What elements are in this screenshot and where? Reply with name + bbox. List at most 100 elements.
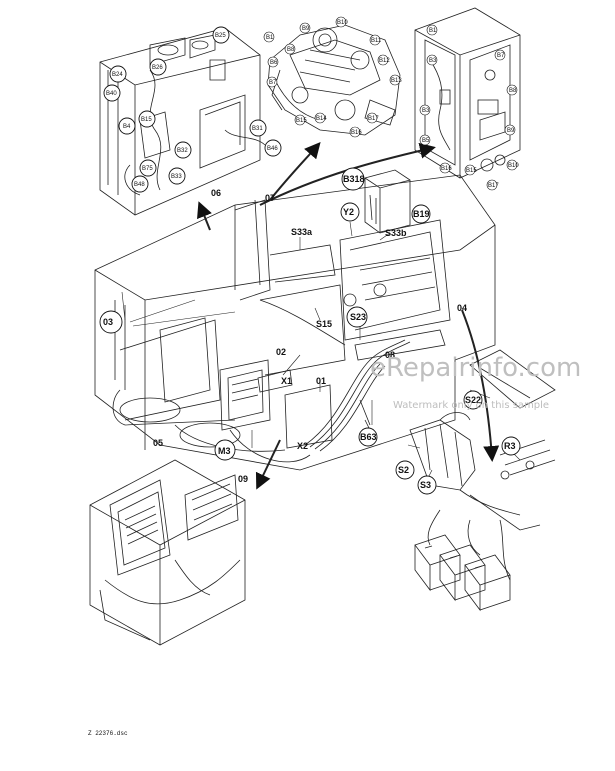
label-r3-circle bbox=[501, 436, 521, 456]
panel-label-3: B5 bbox=[422, 138, 430, 144]
sensor-block-b318 bbox=[364, 169, 411, 234]
callout-08: 08 bbox=[385, 350, 395, 360]
panel-label-7: B10 bbox=[508, 163, 519, 169]
label-s3-circle bbox=[417, 475, 437, 495]
label-s23-circle bbox=[346, 306, 368, 328]
label-b26-circle bbox=[149, 58, 167, 76]
panel-label-0: B1 bbox=[429, 28, 437, 34]
callout-04: 04 bbox=[457, 303, 467, 313]
engine-detail-view bbox=[267, 24, 401, 136]
label-x1: X1 bbox=[281, 376, 292, 386]
label-b15-circle bbox=[138, 110, 156, 128]
switch-cluster bbox=[409, 412, 556, 531]
label-m3: M3 bbox=[218, 446, 231, 456]
label-b75: B75 bbox=[142, 166, 153, 172]
label-b75-circle bbox=[139, 159, 157, 177]
label-b31-circle bbox=[249, 119, 267, 137]
label-b32: B32 bbox=[177, 148, 188, 154]
callout-03-circle bbox=[99, 310, 123, 334]
label-x2: X2 bbox=[297, 441, 308, 451]
label-b46-circle bbox=[264, 139, 282, 157]
label-b4: B4 bbox=[123, 124, 131, 130]
engine-label-3: B8 bbox=[287, 47, 295, 53]
label-b40: B40 bbox=[106, 91, 117, 97]
panel-label-10: B17 bbox=[488, 183, 499, 189]
watermark-subtext: Watermark only on this sample bbox=[393, 400, 549, 411]
engine-label-texts: B1 B6 B7 B8 B9 B10 B11 B12 B13 B14 B15 B… bbox=[266, 20, 402, 136]
label-b24-circle bbox=[109, 65, 127, 83]
engine-label-circles bbox=[263, 16, 401, 138]
panel-label-5: B8 bbox=[509, 88, 517, 94]
label-b48-circle bbox=[131, 175, 149, 193]
callout-03: 03 bbox=[103, 317, 113, 327]
battery-bank bbox=[414, 509, 511, 612]
label-b318-circle bbox=[341, 167, 365, 191]
vehicle-body bbox=[94, 174, 556, 471]
engine-label-12: B17 bbox=[368, 116, 379, 122]
label-b40-circle bbox=[103, 84, 121, 102]
label-b32-circle bbox=[174, 141, 192, 159]
callout-07: 07 bbox=[265, 193, 275, 203]
leader-lines bbox=[121, 221, 521, 481]
footer-filename: Z 22376.dsc bbox=[88, 730, 128, 737]
label-b46: B46 bbox=[267, 146, 278, 152]
label-b63-circle bbox=[358, 427, 378, 447]
panel-label-9: B16 bbox=[441, 166, 452, 172]
watermark-text: eRepairinfo.com bbox=[370, 353, 581, 383]
engine-label-10: B15 bbox=[296, 118, 307, 124]
label-s23: S23 bbox=[350, 312, 366, 322]
engine-label-8: B13 bbox=[391, 78, 402, 84]
label-b25-circle bbox=[212, 26, 230, 44]
engine-label-5: B10 bbox=[337, 20, 348, 26]
lower-cabinet-detail-view bbox=[89, 459, 246, 646]
label-b4-circle bbox=[118, 117, 136, 135]
label-s2-circle bbox=[395, 460, 415, 480]
label-b318: B318 bbox=[343, 174, 365, 184]
label-b19-circle bbox=[411, 204, 431, 224]
panel-label-2: B3 bbox=[422, 108, 430, 114]
control-panel-detail-view bbox=[414, 7, 521, 179]
engine-label-4: B9 bbox=[302, 26, 310, 32]
label-b25: B25 bbox=[215, 33, 226, 39]
label-m3-circle bbox=[214, 439, 236, 461]
label-r3: R3 bbox=[504, 441, 516, 451]
callout-01: 01 bbox=[316, 376, 326, 386]
view-arrows bbox=[197, 141, 500, 490]
label-y2: Y2 bbox=[343, 207, 354, 217]
label-s22-circle bbox=[463, 390, 483, 410]
panel-label-4: B7 bbox=[497, 53, 505, 59]
label-y2-circle bbox=[340, 202, 360, 222]
panel-label-1: B3 bbox=[429, 58, 437, 64]
label-b63: B63 bbox=[360, 432, 377, 442]
label-b33-circle bbox=[168, 167, 186, 185]
engine-label-6: B11 bbox=[371, 38, 382, 44]
panel-label-texts: B1 B3 B3 B5 B7 B8 B9 B10 B15 B16 B17 bbox=[422, 28, 519, 189]
label-b31: B31 bbox=[252, 126, 263, 132]
label-b33: B33 bbox=[171, 174, 182, 180]
panel-label-8: B15 bbox=[466, 168, 477, 174]
label-s3: S3 bbox=[420, 480, 431, 490]
engine-label-9: B14 bbox=[316, 116, 327, 122]
label-b26: B26 bbox=[152, 65, 163, 71]
engine-label-7: B12 bbox=[379, 58, 390, 64]
engine-label-0: B1 bbox=[266, 35, 274, 41]
label-s15: S15 bbox=[316, 319, 332, 329]
label-b48: B48 bbox=[134, 182, 145, 188]
engine-label-11: B16 bbox=[351, 130, 362, 136]
label-b19: B19 bbox=[413, 209, 430, 219]
label-b24: B24 bbox=[112, 72, 123, 78]
label-s33b: S33b bbox=[385, 228, 407, 238]
panel-label-circles bbox=[419, 24, 518, 191]
callout-09: 09 bbox=[238, 474, 248, 484]
engine-label-2: B7 bbox=[269, 80, 277, 86]
label-s33a: S33a bbox=[291, 227, 313, 237]
callout-06: 06 bbox=[211, 188, 221, 198]
callout-05: 05 bbox=[153, 438, 163, 448]
engine-label-1: B6 bbox=[270, 60, 278, 66]
label-b15: B15 bbox=[141, 117, 152, 123]
callout-02: 02 bbox=[276, 347, 286, 357]
label-s22: S22 bbox=[465, 395, 481, 405]
panel-label-6: B9 bbox=[507, 128, 515, 134]
